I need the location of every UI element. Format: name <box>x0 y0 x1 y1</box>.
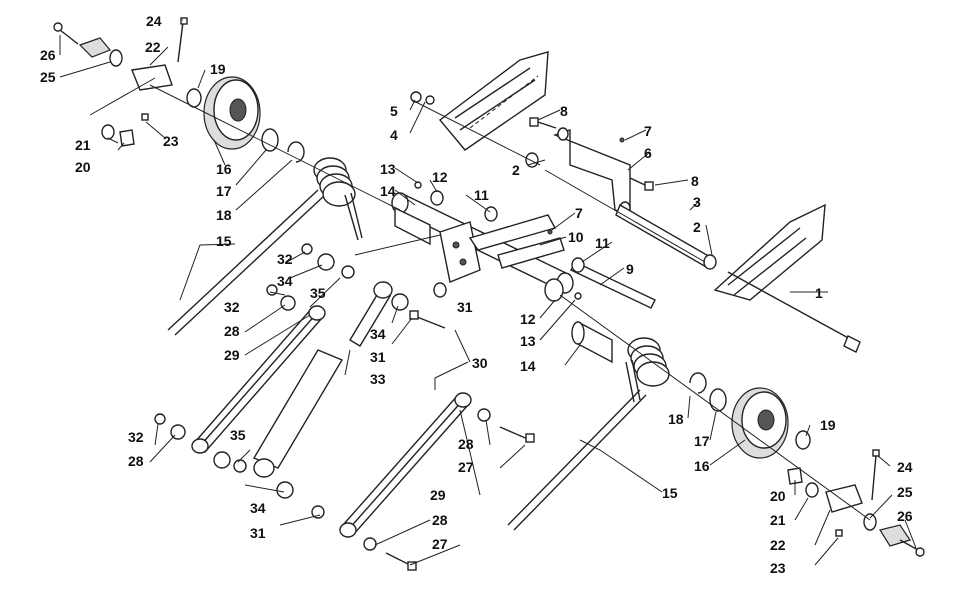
front-pivot-arm-assembly <box>391 192 574 294</box>
hub-bracket-right <box>787 449 925 557</box>
callout-14: 14 <box>380 183 396 199</box>
callout-12: 12 <box>432 169 448 185</box>
callout-23: 23 <box>163 133 179 149</box>
callout-29: 29 <box>224 347 240 363</box>
callout-7: 7 <box>644 123 652 139</box>
idler-wheel-right <box>731 387 789 459</box>
idler-wheel-left <box>203 76 261 150</box>
callout-27: 27 <box>432 536 448 552</box>
snap-ring-left <box>287 141 305 163</box>
callout-28: 28 <box>128 453 144 469</box>
small-hardware <box>154 91 717 571</box>
callout-13: 13 <box>520 333 536 349</box>
callout-31: 31 <box>370 349 386 365</box>
callout-25: 25 <box>897 484 913 500</box>
callout-15: 15 <box>216 233 232 249</box>
callout-3: 3 <box>693 194 701 210</box>
callout-34: 34 <box>250 500 266 516</box>
callout-28: 28 <box>224 323 240 339</box>
callout-18: 18 <box>668 411 684 427</box>
callout-26: 26 <box>897 508 913 524</box>
spacer-tube-upper <box>394 206 431 246</box>
callout-34: 34 <box>277 273 293 289</box>
callout-9: 9 <box>626 261 634 277</box>
spacer-washer-right <box>795 430 811 450</box>
center-lines <box>89 77 871 521</box>
link-arm-upper <box>191 305 326 454</box>
shock-absorber <box>252 281 393 478</box>
torsion-spring-left <box>167 157 363 336</box>
callout-8: 8 <box>560 103 568 119</box>
callout-2: 2 <box>693 219 701 235</box>
callout-14: 14 <box>520 358 536 374</box>
callout-24: 24 <box>146 13 162 29</box>
bearing-left <box>261 128 279 152</box>
callout-29: 29 <box>430 487 446 503</box>
callout-17: 17 <box>216 183 232 199</box>
upper-rail-plate <box>438 51 549 151</box>
callout-24: 24 <box>897 459 913 475</box>
callout-12: 12 <box>520 311 536 327</box>
bearing-right <box>709 388 727 412</box>
callout-32: 32 <box>224 299 240 315</box>
callout-15: 15 <box>662 485 678 501</box>
callout-32: 32 <box>128 429 144 445</box>
callout-5: 5 <box>390 103 398 119</box>
long-bolt <box>727 271 861 353</box>
callout-6: 6 <box>644 145 652 161</box>
callout-11: 11 <box>474 187 489 203</box>
callout-17: 17 <box>694 433 710 449</box>
callout-23: 23 <box>770 560 786 576</box>
callout-35: 35 <box>310 285 326 301</box>
callout-16: 16 <box>216 161 232 177</box>
callout-13: 13 <box>380 161 396 177</box>
hub-bracket-left <box>53 17 188 147</box>
callout-labels: 1 2 2 3 4 5 6 7 7 8 8 9 10 11 11 12 12 1… <box>40 13 913 576</box>
callout-31: 31 <box>250 525 266 541</box>
spacer-tube-lower <box>571 320 613 364</box>
callout-7: 7 <box>575 205 583 221</box>
callout-10: 10 <box>568 229 584 245</box>
callout-20: 20 <box>770 488 786 504</box>
callout-19: 19 <box>210 61 226 77</box>
callout-32: 32 <box>277 251 293 267</box>
callout-28: 28 <box>432 512 448 528</box>
callout-22: 22 <box>145 39 161 55</box>
rear-bracket <box>552 127 631 216</box>
rear-axle-shaft <box>615 203 713 270</box>
callout-27: 27 <box>458 459 474 475</box>
callout-4: 4 <box>390 127 398 143</box>
snap-ring-right <box>689 372 707 394</box>
callout-16: 16 <box>694 458 710 474</box>
callout-35: 35 <box>230 427 246 443</box>
link-arm-lower <box>339 392 472 538</box>
callout-25: 25 <box>40 69 56 85</box>
callout-19: 19 <box>820 417 836 433</box>
callout-33: 33 <box>370 371 386 387</box>
lower-rail-plate <box>713 203 826 301</box>
callout-21: 21 <box>770 512 786 528</box>
callout-26: 26 <box>40 47 56 63</box>
callout-2: 2 <box>512 162 520 178</box>
callout-30: 30 <box>472 355 488 371</box>
callout-18: 18 <box>216 207 232 223</box>
callout-1: 1 <box>815 285 823 301</box>
callout-20: 20 <box>75 159 91 175</box>
callout-22: 22 <box>770 537 786 553</box>
callout-31: 31 <box>457 299 473 315</box>
leader-lines <box>59 19 917 566</box>
callout-34: 34 <box>370 326 386 342</box>
callout-21: 21 <box>75 137 91 153</box>
callout-11: 11 <box>595 235 610 251</box>
callout-8: 8 <box>691 173 699 189</box>
callout-28: 28 <box>458 436 474 452</box>
